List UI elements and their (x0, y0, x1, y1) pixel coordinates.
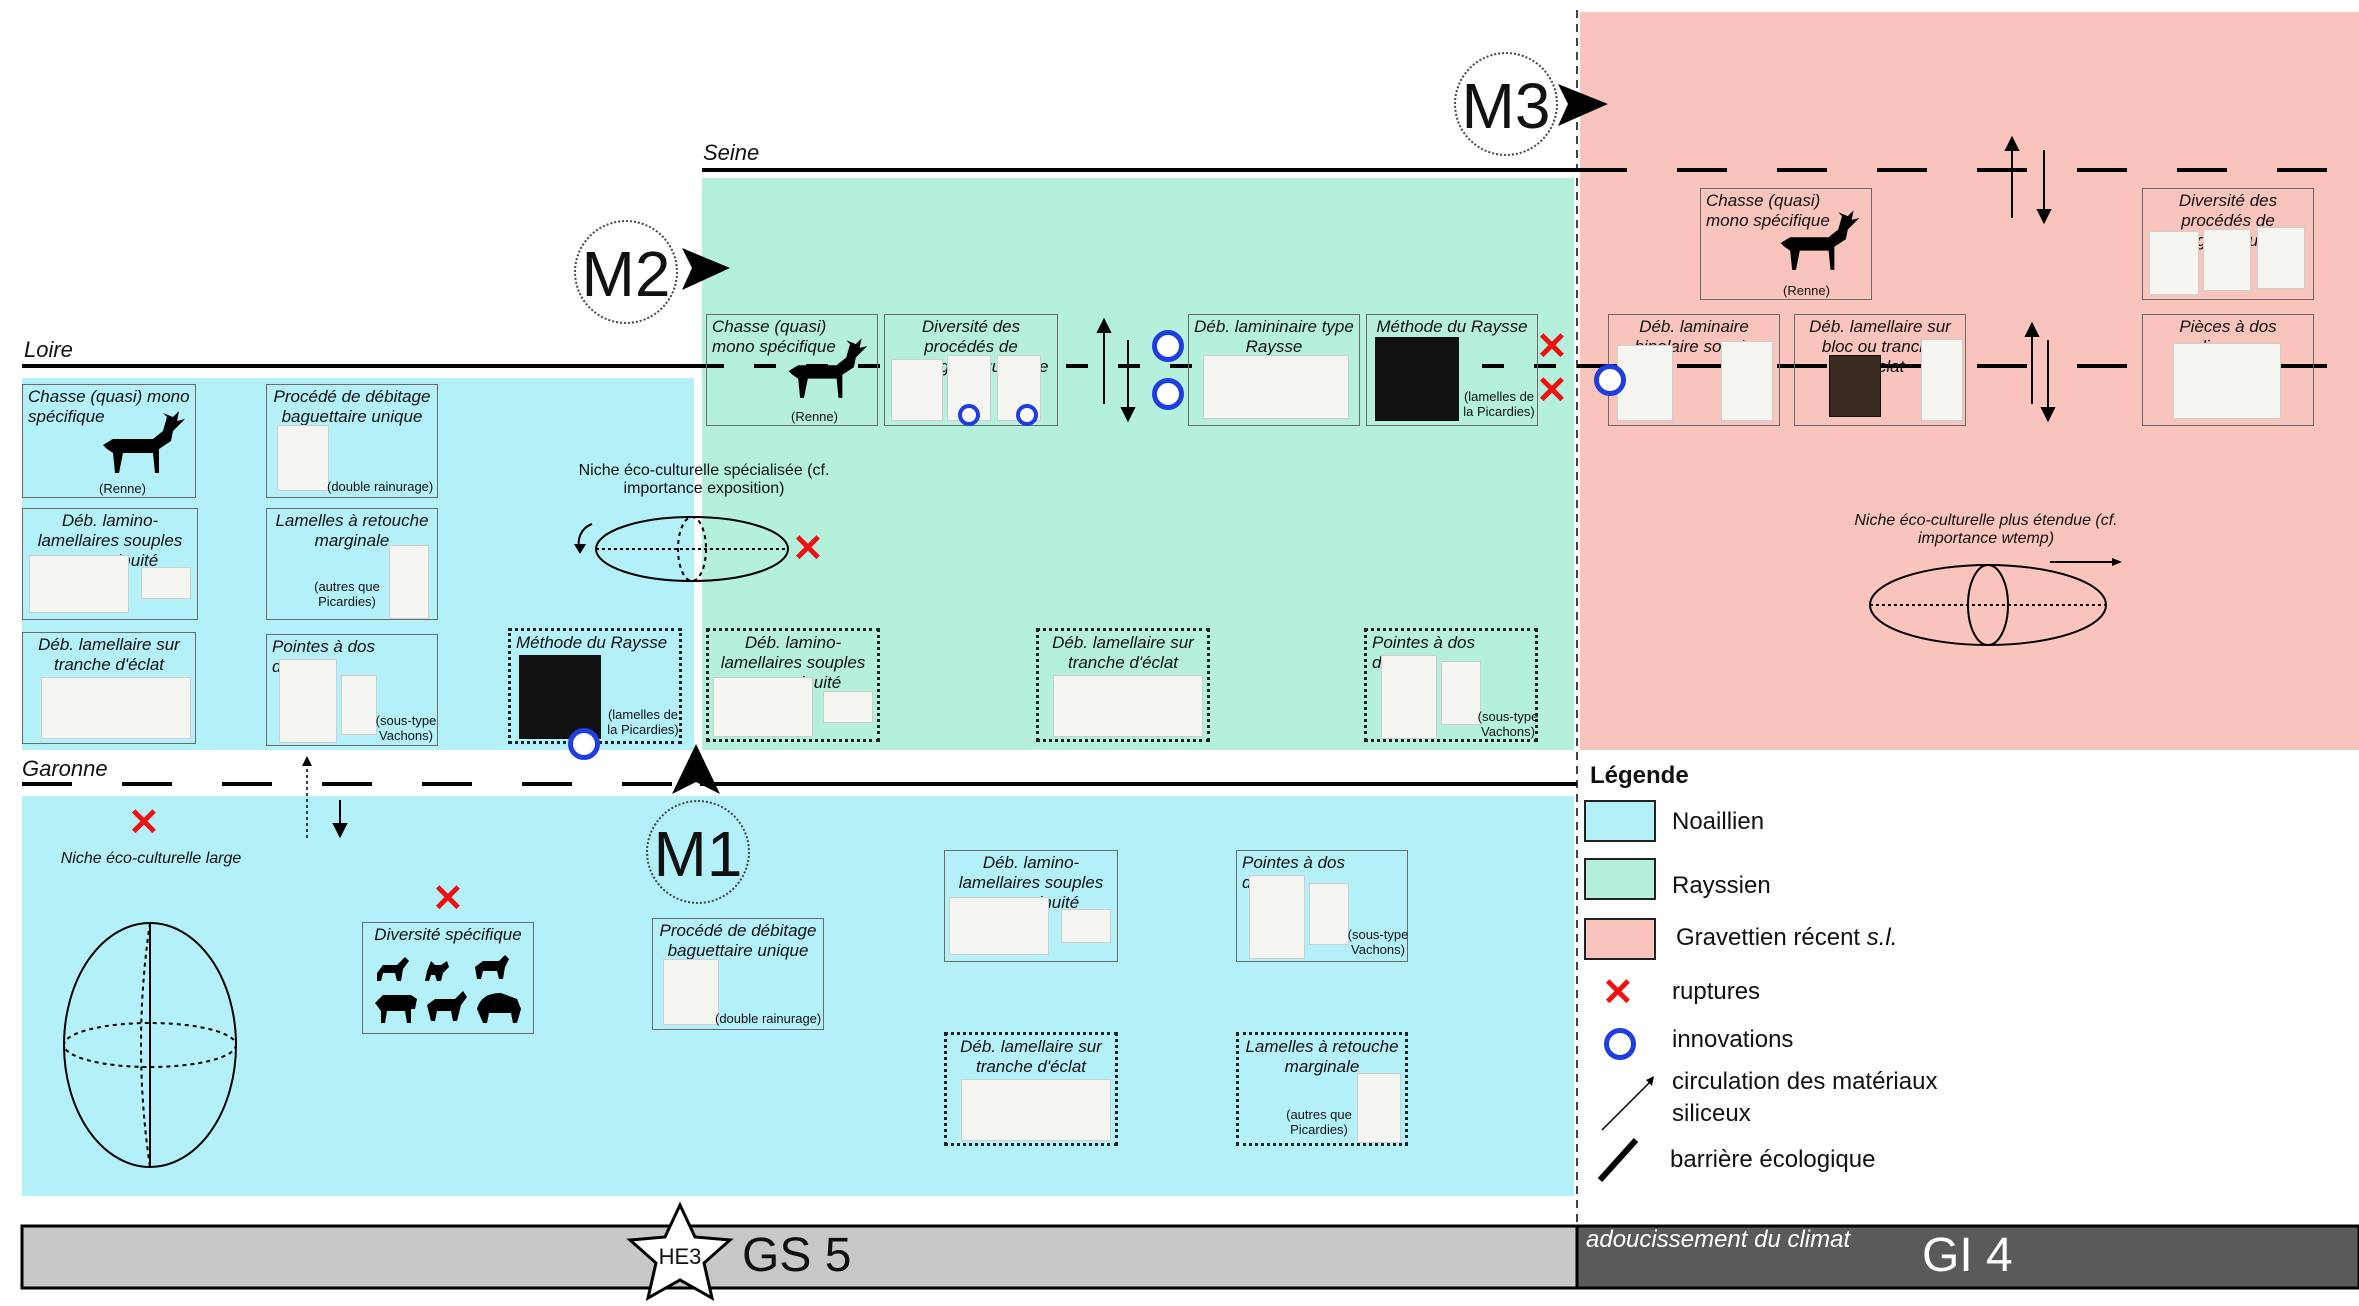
rupture-mark: ✕ (1536, 372, 1568, 410)
antler-drawing (277, 425, 329, 491)
innovation-mark (958, 404, 980, 426)
antler-drawing (2149, 231, 2199, 295)
gravettien-bipolaire-box: Déb. laminaire bipolaire souple (1608, 314, 1780, 426)
bipolar-blade-drawing (1721, 341, 1773, 421)
adoucissement-label: adoucissement du climat (1586, 1226, 1850, 1254)
noaillien-lamino-box: Déb. lamino-lamellaires souples en conti… (22, 508, 198, 620)
marker-m2: M2 (574, 220, 678, 324)
legend-rupture-mark: ✕ (1602, 974, 1634, 1012)
reindeer-icon (779, 335, 875, 405)
gs5-label: GS 5 (742, 1228, 851, 1283)
legend-label-noaillien: Noaillien (1672, 808, 1764, 836)
rayssien-methode-raysse-box: Méthode du Raysse (lamelles de la Picard… (1366, 314, 1538, 426)
backed-points-drawing (279, 659, 337, 743)
gi4-label: GI 4 (1922, 1228, 2013, 1283)
gravettien-lamellaire-bloc-box: Déb. lamellaire sur bloc ou tranche d'éc… (1794, 314, 1966, 426)
core-drawing (713, 677, 813, 737)
rayssien-chasse-box: Chasse (quasi) mono spécifique (Renne) (706, 314, 878, 426)
legend-swatch-gravettien (1584, 918, 1656, 960)
legend-label-gravettien: Gravettien récent s.l. (1676, 924, 1897, 952)
noaillien-chasse-box: Chasse (quasi) mono spécifique (Renne) (22, 384, 196, 498)
marker-m3: M3 (1454, 52, 1558, 156)
rayssien-deb-raysse-box: Déb. lamininaire type Raysse (1188, 314, 1360, 426)
river-label-seine: Seine (703, 140, 759, 166)
flake-core-drawing (961, 1079, 1111, 1141)
m1-arrow (672, 744, 720, 794)
rayssien-pointes-box: Pointes à dos diverses (sous-type Vachon… (1364, 628, 1538, 742)
reindeer-icon (93, 409, 193, 479)
legend-title: Légende (1590, 762, 1689, 790)
baguette-drawing (2203, 229, 2251, 291)
garonne-lamellaire-tranche-box: Déb. lamellaire sur tranche d'éclat (944, 1032, 1118, 1146)
innovation-mark (1594, 364, 1626, 396)
legend-label-barriere: barrière écologique (1670, 1146, 1875, 1174)
noaillien-methode-raysse-box: Méthode du Raysse (lamelles de la Picard… (508, 628, 682, 744)
innovation-mark (568, 728, 600, 760)
flake-core-drawing (1053, 675, 1203, 737)
marker-m1: M1 (646, 800, 750, 904)
river-label-loire: Loire (24, 337, 73, 363)
legend-label-ruptures: ruptures (1672, 978, 1760, 1006)
rupture-mark: ✕ (432, 880, 464, 918)
noaillien-lamelles-retouche-box: Lamelles à retouche marginale (autres qu… (266, 508, 438, 620)
vachons-point-drawing (1441, 661, 1481, 725)
raysse-photo (1375, 337, 1459, 421)
m3-arrow (1558, 84, 1608, 126)
niche-etendue-label: Niche éco-culturelle plus étendue (cf. i… (1854, 512, 2118, 548)
innovation-mark (1016, 404, 1038, 426)
bladelet-drawing (1061, 909, 1111, 943)
vachons-point-drawing (341, 675, 377, 735)
backed-pieces-drawing (2173, 343, 2281, 419)
garonne-lamino-box: Déb. lamino-lamellaires souples en conti… (944, 850, 1118, 962)
rupture-mark: ✕ (128, 804, 160, 842)
animals-icon (371, 951, 527, 1029)
innovation-mark (1152, 330, 1184, 362)
baguette-drawing-2 (2257, 227, 2305, 289)
legend-swatch-rayssien (1584, 858, 1656, 900)
reindeer-icon (1771, 207, 1867, 277)
legend-swatch-noaillien (1584, 800, 1656, 842)
niche-specialisee-label: Niche éco-culturelle spécialisée (cf. im… (572, 462, 836, 498)
gravettien-chasse-box: Chasse (quasi) mono spécifique (Renne) (1700, 188, 1872, 300)
vachons-point-drawing (1309, 883, 1349, 945)
garonne-pointes-box: Pointes à dos diverses (sous-type Vachon… (1236, 850, 1408, 962)
rayssien-lamino-box: Déb. lamino-lamellaires souples en conti… (706, 628, 880, 742)
gravettien-pieces-dos-box: Pièces à dos diverses (2142, 314, 2314, 426)
rayssien-lamellaire-tranche-box: Déb. lamellaire sur tranche d'éclat (1036, 628, 1210, 742)
garonne-diversite-box: Diversité spécifique (362, 922, 534, 1034)
he3-label: HE3 (654, 1244, 706, 1270)
legend-label-rayssien: Rayssien (1672, 872, 1771, 900)
rupture-mark: ✕ (1536, 328, 1568, 366)
noaillien-lamellaire-tranche-box: Déb. lamellaire sur tranche d'éclat (22, 632, 196, 744)
flake-edge-drawing (1921, 339, 1963, 421)
gravettien-diversite-baguettaire-box: Diversité des procédés de débitage bague… (2142, 188, 2314, 300)
innovation-mark (1152, 378, 1184, 410)
raysse-photo (519, 655, 601, 739)
river-label-garonne: Garonne (22, 756, 108, 782)
bladelet-retouched-drawing (1357, 1073, 1401, 1143)
rupture-mark: ✕ (792, 530, 824, 568)
bladelet-retouched-drawing (389, 545, 429, 619)
garonne-procede-box: Procédé de débitage baguettaire unique (… (652, 918, 824, 1030)
backed-points-drawing (1381, 655, 1437, 739)
bloc-core-photo (1829, 355, 1881, 417)
backed-points-drawing (1249, 875, 1305, 959)
niche-large-label: Niche éco-culturelle large (36, 850, 266, 868)
flake-core-drawing (41, 677, 191, 739)
raysse-cores-drawing (1203, 355, 1349, 419)
garonne-lamelles-retouche-box: Lamelles à retouche marginale (autres qu… (1236, 1032, 1408, 1146)
noaillien-procede-box: Procédé de débitage baguettaire unique (… (266, 384, 438, 498)
legend-innovation-mark (1604, 1028, 1636, 1060)
core-drawing (29, 555, 129, 613)
bladelet-drawing (141, 567, 191, 599)
bladelet-drawing (823, 691, 873, 723)
core-drawing (949, 897, 1049, 955)
noaillien-pointes-box: Pointes à dos diverses (sous-type Vachon… (266, 634, 438, 746)
antler-drawing (663, 959, 719, 1025)
m2-arrow (682, 248, 730, 290)
antler-drawing (891, 359, 943, 421)
legend-label-innovations: innovations (1672, 1026, 1793, 1054)
